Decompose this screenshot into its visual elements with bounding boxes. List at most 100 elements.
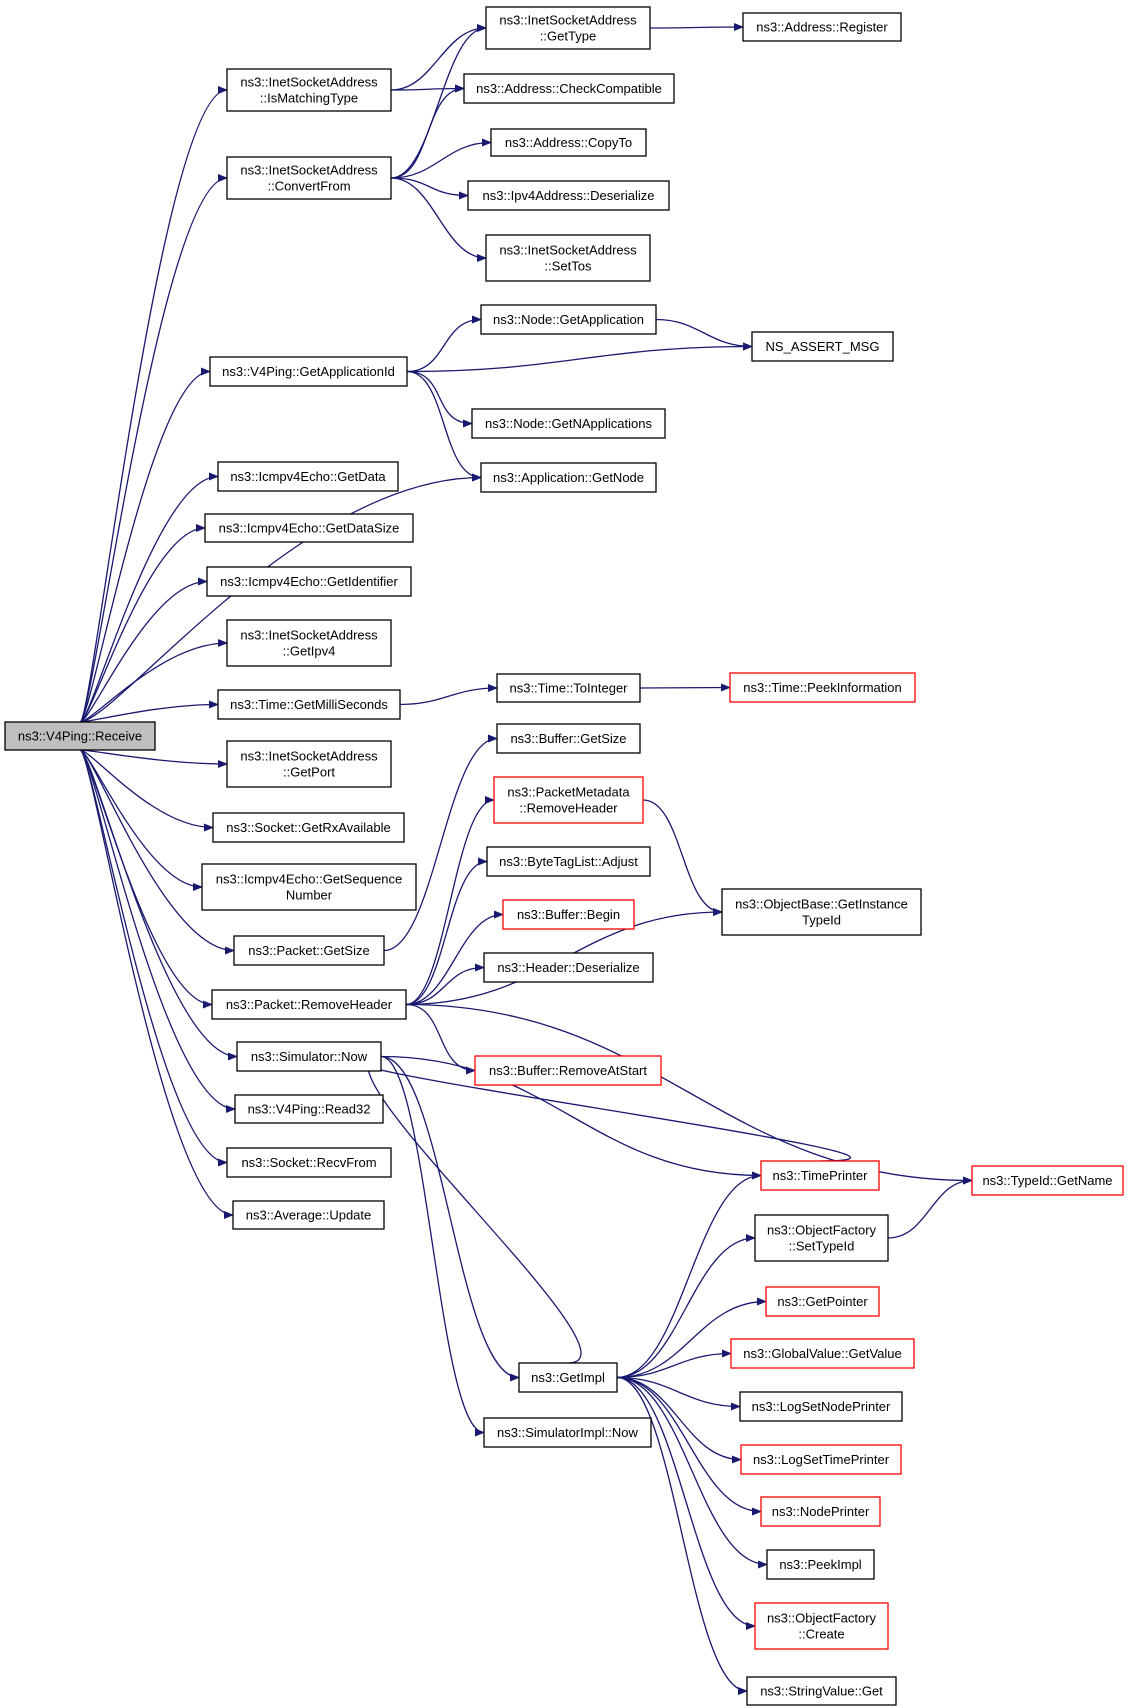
edge-tointeger-to-peekinfo <box>639 683 731 692</box>
node-label: ns3::ObjectFactory <box>767 1223 877 1238</box>
edge-nodegetapp-to-assertmsg <box>655 318 753 351</box>
node-box <box>233 935 385 966</box>
node-icmpdata[interactable]: ns3::Icmpv4Echo::GetData <box>217 461 399 492</box>
node-copyto[interactable]: ns3::Address::CopyTo <box>490 128 647 157</box>
node-assertmsg[interactable]: NS_ASSERT_MSG <box>751 331 894 362</box>
node-simnow[interactable]: ns3::Simulator::Now <box>236 1041 382 1072</box>
node-label: ns3::Simulator::Now <box>251 1049 368 1064</box>
node-register[interactable]: ns3::Address::Register <box>742 12 902 42</box>
node-getrxavail[interactable]: ns3::Socket::GetRxAvailable <box>212 812 405 843</box>
node-box <box>730 1338 915 1369</box>
node-appgetnode[interactable]: ns3::Application::GetNode <box>480 462 657 493</box>
node-label: ::RemoveHeader <box>519 801 618 816</box>
node-box <box>232 1200 385 1230</box>
edge-pmremove-to-objinst <box>642 799 723 916</box>
node-label: ns3::InetSocketAddress <box>499 13 637 28</box>
node-read32[interactable]: ns3::V4Ping::Read32 <box>234 1094 384 1124</box>
node-gettype[interactable]: ns3::InetSocketAddress::GetType <box>485 6 651 50</box>
node-box <box>496 673 641 703</box>
node-label: TypeId <box>802 913 841 928</box>
edge-getimpl-to-getpointer <box>616 1297 767 1379</box>
edge-convertfrom-to-settos <box>390 177 487 262</box>
node-bufgetsize[interactable]: ns3::Buffer::GetSize <box>496 723 641 754</box>
node-settos[interactable]: ns3::InetSocketAddress::SetTos <box>485 234 651 282</box>
node-peekinfo[interactable]: ns3::Time::PeekInformation <box>729 672 916 703</box>
edge-receive-to-getipv4 <box>79 639 228 723</box>
node-box <box>490 128 647 157</box>
node-label: ::GetPort <box>283 765 335 780</box>
node-box <box>204 513 414 543</box>
node-label: ns3::Time::ToInteger <box>509 681 628 696</box>
node-typeidname[interactable]: ns3::TypeId::GetName <box>971 1165 1124 1196</box>
node-icmpident[interactable]: ns3::Icmpv4Echo::GetIdentifier <box>206 566 412 597</box>
node-getpointer[interactable]: ns3::GetPointer <box>765 1286 880 1317</box>
node-recvfrom[interactable]: ns3::Socket::RecvFrom <box>226 1147 392 1178</box>
node-ofsettype[interactable]: ns3::ObjectFactory::SetTypeId <box>754 1214 889 1262</box>
node-getimpl[interactable]: ns3::GetImpl <box>518 1362 618 1393</box>
edge-simnow-to-getimpl <box>380 1055 520 1382</box>
node-ismatching[interactable]: ns3::InetSocketAddress::IsMatchingType <box>226 68 392 112</box>
node-convertfrom[interactable]: ns3::InetSocketAddress::ConvertFrom <box>226 156 392 200</box>
node-logsettime[interactable]: ns3::LogSetTimePrinter <box>740 1444 902 1475</box>
node-tointeger[interactable]: ns3::Time::ToInteger <box>496 673 641 703</box>
node-getport[interactable]: ns3::InetSocketAddress::GetPort <box>226 740 392 788</box>
node-box <box>206 566 412 597</box>
edge-ismatching-to-gettype <box>390 24 487 91</box>
node-label: ::SetTypeId <box>789 1239 855 1254</box>
node-nodeprinter[interactable]: ns3::NodePrinter <box>760 1496 881 1527</box>
edge-simnow-to-timeprinter <box>380 1055 762 1180</box>
edge-getmilli-to-tointeger <box>399 684 498 706</box>
edge-receive-to-icmpseq <box>79 749 203 891</box>
node-box <box>765 1286 880 1317</box>
edge-receive-to-getappid <box>79 367 211 723</box>
node-box <box>217 461 399 492</box>
node-ipv4deser[interactable]: ns3::Ipv4Address::Deserialize <box>467 180 670 211</box>
node-receive[interactable]: ns3::V4Ping::Receive <box>4 721 156 751</box>
node-box <box>729 672 916 703</box>
node-box <box>483 952 654 983</box>
node-label: ns3::Time::PeekInformation <box>743 680 901 695</box>
node-nodegetapp[interactable]: ns3::Node::GetApplication <box>480 304 657 335</box>
node-icmpdatasize[interactable]: ns3::Icmpv4Echo::GetDataSize <box>204 513 414 543</box>
edge-getimpl-to-logsetnode <box>616 1376 741 1411</box>
edge-getimpl-to-strget <box>616 1376 748 1695</box>
node-timeprinter[interactable]: ns3::TimePrinter <box>760 1160 880 1191</box>
node-label: ::ConvertFrom <box>267 179 350 194</box>
node-box <box>234 1094 384 1124</box>
node-logsetnode[interactable]: ns3::LogSetNodePrinter <box>739 1391 903 1422</box>
node-checkcompat[interactable]: ns3::Address::CheckCompatible <box>463 73 675 104</box>
node-getipv4[interactable]: ns3::InetSocketAddress::GetIpv4 <box>226 619 392 667</box>
node-ofcreate[interactable]: ns3::ObjectFactory::Create <box>754 1602 889 1650</box>
node-bufremove[interactable]: ns3::Buffer::RemoveAtStart <box>474 1055 662 1086</box>
edge-receive-to-pktgetsize <box>79 749 235 955</box>
node-box <box>746 1676 897 1706</box>
node-pktgetsize[interactable]: ns3::Packet::GetSize <box>233 935 385 966</box>
node-box <box>485 6 651 50</box>
node-hdrdeser[interactable]: ns3::Header::Deserialize <box>483 952 654 983</box>
node-avgupdate[interactable]: ns3::Average::Update <box>232 1200 385 1230</box>
node-btladjust[interactable]: ns3::ByteTagList::Adjust <box>486 846 651 877</box>
node-label: ns3::LogSetNodePrinter <box>752 1399 891 1414</box>
node-label: ns3::Average::Update <box>246 1208 372 1223</box>
node-box <box>760 1160 880 1191</box>
node-label: ns3::ByteTagList::Adjust <box>499 854 638 869</box>
edge-getappid-to-nodegetapp <box>406 315 482 373</box>
node-bufbegin[interactable]: ns3::Buffer::Begin <box>502 899 635 930</box>
node-getmilli[interactable]: ns3::Time::GetMilliSeconds <box>217 689 401 720</box>
edge-getimpl-to-ofcreate <box>616 1376 756 1630</box>
node-getnapps[interactable]: ns3::Node::GetNApplications <box>471 408 666 439</box>
node-getappid[interactable]: ns3::V4Ping::GetApplicationId <box>209 356 408 387</box>
node-pmremove[interactable]: ns3::PacketMetadata::RemoveHeader <box>493 776 644 824</box>
node-box <box>496 723 641 754</box>
node-label: NS_ASSERT_MSG <box>766 339 880 354</box>
node-box <box>471 408 666 439</box>
node-simimplnow[interactable]: ns3::SimulatorImpl::Now <box>483 1417 652 1448</box>
node-strget[interactable]: ns3::StringValue::Get <box>746 1676 897 1706</box>
node-peekimpl[interactable]: ns3::PeekImpl <box>766 1549 875 1580</box>
node-removeheader[interactable]: ns3::Packet::RemoveHeader <box>211 989 407 1020</box>
node-gvgetvalue[interactable]: ns3::GlobalValue::GetValue <box>730 1338 915 1369</box>
node-label: ns3::GlobalValue::GetValue <box>743 1346 902 1361</box>
node-box <box>226 156 392 200</box>
